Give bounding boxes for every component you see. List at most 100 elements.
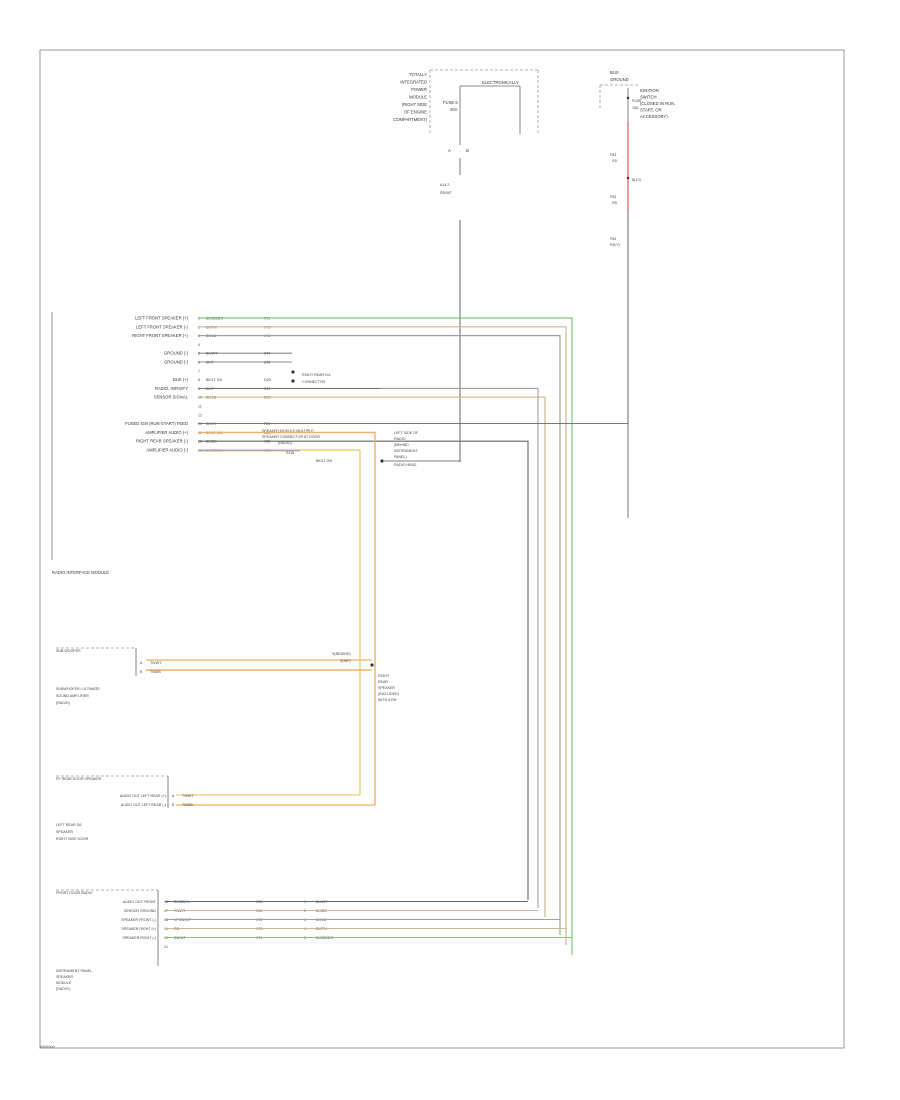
fuse-block-label-2: POWER [411,87,427,92]
conn2-wire: TN/DB [182,803,193,807]
amp-label-3: (RADIO) [56,701,70,705]
module-pin-label: RIGHT FRONT SPEAKER (+) [132,333,188,338]
module-pin-label: AMPLIFIER AUDIO (+) [145,430,188,435]
ign-fuse-label-1: FUSE [632,99,642,103]
subwoofer-amp-block: SUB WOOFER A B TN/WT TN/DB SUBWOOFER / U… [56,647,399,705]
module-circuit: Z40 [264,361,270,365]
module-pin-label: SENSOR SIGNAL [154,395,189,400]
center-splice-2: BK/LT GN [316,459,332,463]
wire [198,335,561,935]
amp-pin-b: B [140,670,143,674]
module-pin-number: 6 [198,361,200,365]
module-pin-number: 4 [198,343,200,347]
conn2-label-1: LEFT REAR D/L [56,823,82,827]
conn2-pin: A [172,794,175,798]
module-circuit: D25 [264,378,271,382]
module-pin-label: AMPLIFIER AUDIO (-) [146,448,188,453]
wire [198,440,529,900]
ignition-label-2: (CLOSED IN RUN, [640,101,675,106]
fuse-pin-a: A [448,148,451,153]
amp-right-4: (INCLUDED) [378,692,399,696]
wire [198,387,539,908]
ground-splice-2 [291,379,295,383]
wire [198,317,573,955]
ign-wire1-a: F83 [610,153,616,157]
ignition-label-3: START, OR [640,108,661,113]
fuse-wire-label-2: RD/WT [440,191,453,195]
conn3-row-label: SENSOR GROUND [124,909,157,913]
module-footer: RADIO INTERFACE MODULE [52,570,109,575]
conn3-label-1: INSTRUMENT PANEL [56,969,92,973]
module-pin-number: 12 [198,413,202,417]
ignition-header-1: BUS [610,70,619,75]
module-circuit: F83 [264,422,270,426]
fuse-block-label-5: OF ENGINE [404,110,427,115]
module-pin-number: 8 [198,378,200,382]
fuse6-label-line1: FUSE 6 [443,100,458,105]
right-label-3: (BEHIND [394,443,409,447]
module-pin-label: RIGHT REAR SPEAKER (-) [136,439,189,444]
ign-wire3-a: F83 [610,237,616,241]
fuse-block-label-6: COMPARTMENT) [393,117,427,122]
conn2-wire: TN/WT [182,794,194,798]
right-label-4: INSTRUMENT [394,449,418,453]
ground-note-1: RIGHT REAR D/L [302,373,331,377]
ign-fuse-label-2: 10A [632,106,639,110]
fuse-block-label-0: TOTALLY [409,72,427,77]
wire [198,431,376,805]
conn2-pin: B [172,803,175,807]
wire [198,326,567,945]
module-pin-label: LEFT FRONT SPEAKER (-) [136,324,189,329]
amp-label-2: SOUND AMPLIFIER [56,694,89,698]
right-label-1: LEFT SIDE OF [394,431,419,435]
amp-top: SUB WOOFER [56,649,81,653]
fuse-pin-b: B [466,148,469,153]
module-pin-number: 7 [198,369,200,373]
conn3-label-3: MODULE [56,981,72,985]
ign-pin: B(10) [632,178,641,182]
module-pin-label: GROUND (-) [164,351,189,356]
conn2-label-3: RIGHT SIDE DOOR [56,837,89,841]
diagram-frame [39,49,845,1049]
ground-note-2: CONNECTOR [302,380,325,384]
conn2-header: RT REAR DOOR SPEAKER [56,777,102,781]
ignition-header-2: GROUND [610,77,629,82]
module-pin-number: 11 [198,405,202,409]
module-pin-label: FUSED IGN (RUN-START) FEED [125,421,188,426]
module-pin-label: LEFT FRONT SPEAKER (+) [135,316,189,321]
fuse-wire-label-1: A14 2 [440,183,449,187]
module-pin-label: GROUND (-) [164,360,189,365]
ign-wire1-b: RD [612,159,618,163]
conn2-label-2: SPEAKER [56,830,73,834]
module-wire-color: BK/LT GN [206,378,222,382]
module-wire-color: BK/T [206,361,215,365]
module-wire-color: BK/VT [206,422,217,426]
ground-splice-1 [291,370,295,374]
fuse6-label-line2: 20A [450,107,458,112]
conn2-row-label: AUDIO OUT LEFT REAR (+) [120,794,166,798]
wire-trunk [146,212,629,955]
conn3-row-label: SPEAKER RIGHT (-) [122,936,156,940]
right-label-2: RADIO [394,437,406,441]
conn3-row-label: SPEAKER RIGHT (+) [121,927,156,931]
wire [198,449,361,795]
fuse-block-label-4: (RIGHT SIDE [402,102,427,107]
center-label-1: SPEAKER MODULE MULTIPLE [262,429,314,433]
right-sub-1: RADIO HEAD [394,463,417,467]
figure-code: W00000 [40,1044,56,1049]
amp-wire-a: TN/WT [150,661,162,665]
amp-pin-a: A [140,661,143,665]
ign-wire3-b: RD/YL [610,243,621,247]
module-pin-label: BUS (+) [173,377,189,382]
ignition-label-1: SWITCH [640,95,657,100]
ignition-label-0: IGNITION [640,88,659,93]
amp-splice-2: S(INF) [340,659,351,663]
center-splice-1: S118 [286,451,294,455]
center-label-3: (RADIO) [278,441,292,445]
